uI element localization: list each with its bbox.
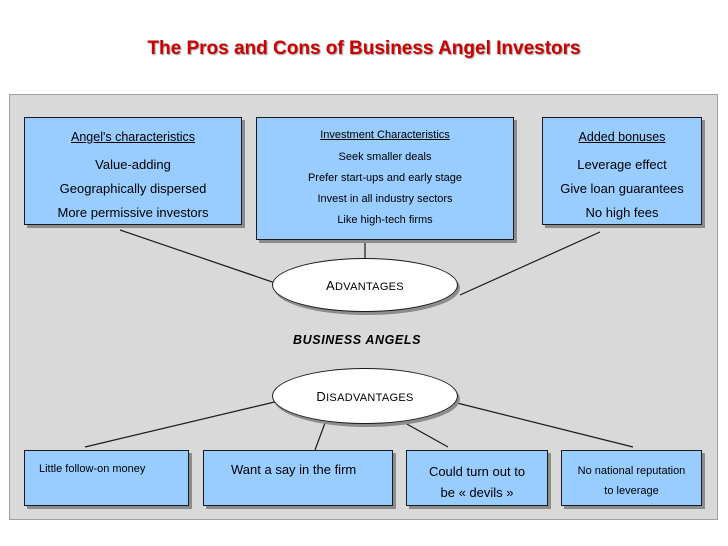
disadvantages-initial: D: [316, 388, 327, 404]
devils-box: Could turn out to be « devils »: [406, 450, 548, 506]
follow-on-line: Little follow-on money: [39, 463, 146, 475]
angels-characteristics-box: Angel's characteristics Value-adding Geo…: [24, 117, 242, 225]
say-in-firm-box: Want a say in the firm: [203, 450, 393, 506]
investment-line: Prefer start-ups and early stage: [307, 172, 463, 184]
reputation-line: to leverage: [604, 485, 659, 497]
angels-characteristics-heading: Angel's characteristics: [71, 130, 195, 144]
follow-on-money-box: Little follow-on money: [24, 450, 189, 506]
angels-line: Geographically dispersed: [59, 181, 207, 196]
bonuses-line: No high fees: [585, 205, 659, 220]
connector-angels-advantages: [119, 229, 291, 289]
connector-disadv-followon: [84, 399, 284, 448]
added-bonuses-box: Added bonuses Leverage effect Give loan …: [542, 117, 702, 225]
advantages-ellipse: ADVANTAGES: [272, 258, 458, 312]
advantages-initial: A: [326, 277, 336, 293]
devils-line: be « devils »: [440, 485, 514, 500]
connector-bonuses-advantages: [459, 231, 601, 296]
investment-characteristics-box: Investment Characteristics Seek smaller …: [256, 117, 514, 240]
disadvantages-rest: ISADVANTAGES: [326, 391, 414, 404]
connector-disadv-say: [314, 422, 326, 451]
investment-line: Invest in all industry sectors: [317, 193, 453, 205]
investment-line: Seek smaller deals: [338, 151, 432, 163]
connector-disadv-devils: [404, 422, 449, 448]
business-angels-label: BUSINESS ANGELS: [293, 333, 422, 347]
bonuses-line: Leverage effect: [577, 157, 667, 172]
disadvantages-label: DISADVANTAGES: [316, 389, 413, 404]
devils-line: Could turn out to: [428, 464, 526, 479]
investment-characteristics-heading: Investment Characteristics: [320, 129, 450, 141]
angels-line: Value-adding: [95, 157, 171, 172]
added-bonuses-heading: Added bonuses: [578, 130, 666, 144]
advantages-label: ADVANTAGES: [326, 278, 404, 293]
investment-line: Like high-tech firms: [337, 214, 433, 226]
page-title: The Pros and Cons of Business Angel Inve…: [147, 38, 581, 59]
connector-disadv-reputation: [444, 399, 634, 448]
angels-line: More permissive investors: [57, 205, 209, 220]
bonuses-line: Give loan guarantees: [560, 181, 684, 196]
disadvantages-ellipse: DISADVANTAGES: [272, 368, 458, 424]
advantages-rest: DVANTAGES: [335, 280, 404, 293]
reputation-line: No national reputation: [577, 465, 686, 477]
say-line: Want a say in the firm: [231, 462, 357, 477]
national-reputation-box: No national reputation to leverage: [561, 450, 702, 506]
